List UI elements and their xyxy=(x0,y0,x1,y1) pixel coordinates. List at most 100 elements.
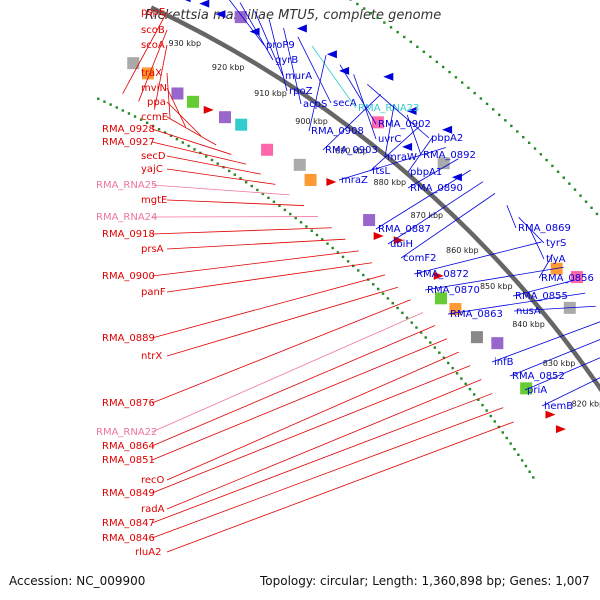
gc-dot xyxy=(376,287,380,291)
label-leader-line xyxy=(369,125,421,172)
plus-gene-arrow xyxy=(451,173,462,182)
gene-label: RMA_0903 xyxy=(325,145,378,156)
label-leader-line xyxy=(166,87,186,127)
gc-dot xyxy=(381,292,385,295)
gc-dot xyxy=(442,356,446,360)
gc-dot xyxy=(133,115,137,118)
gene-label: mviN xyxy=(141,83,167,94)
gc-dot xyxy=(595,212,599,216)
kbp-tick: 890 kbp xyxy=(335,147,368,156)
gc-dot xyxy=(451,366,454,370)
gc-dot xyxy=(429,341,432,344)
kbp-tick: 930 kbp xyxy=(168,39,201,48)
gc-dot xyxy=(115,106,118,109)
gc-dot xyxy=(341,255,345,259)
label-leader-line xyxy=(297,36,332,104)
sequence-block xyxy=(219,111,232,124)
gc-dot xyxy=(545,158,548,162)
label-leader-line xyxy=(151,184,290,196)
gc-dot xyxy=(210,158,214,162)
gc-dot xyxy=(410,321,413,324)
gene-label: RMA_0851 xyxy=(102,455,155,466)
label-leader-line xyxy=(151,407,504,539)
label-leader-line xyxy=(529,229,545,260)
gc-dot xyxy=(455,372,459,375)
gene-label: scoB xyxy=(141,25,165,36)
gc-dot xyxy=(429,55,432,59)
gc-dot xyxy=(121,109,125,112)
gene-label: RMA_RNA23 xyxy=(358,103,419,114)
gc-dot xyxy=(409,40,413,44)
gc-dot xyxy=(497,425,501,429)
gc-dot xyxy=(485,102,489,106)
gene-label: proP9 xyxy=(266,40,295,51)
gc-dot xyxy=(357,269,360,272)
minus-gene-arrow xyxy=(433,271,444,280)
gc-dot xyxy=(396,306,399,310)
gc-dot xyxy=(424,336,427,339)
gc-dot xyxy=(468,387,472,391)
gc-dot xyxy=(504,119,507,122)
gc-dot xyxy=(590,206,593,209)
minus-gene-arrow xyxy=(545,410,556,419)
gc-dot xyxy=(516,130,519,133)
sequence-block xyxy=(371,116,384,129)
gc-dot xyxy=(321,238,324,241)
map-title: Rickettsia massiliae MTU5, complete geno… xyxy=(145,8,442,23)
gene-label: radA xyxy=(141,504,165,515)
plus-gene-arrow xyxy=(326,50,337,59)
gc-dot xyxy=(527,141,531,145)
gene-label: prsA xyxy=(141,244,164,255)
gene-label: mgtE xyxy=(141,195,167,206)
gc-dot xyxy=(294,216,297,220)
gc-dot xyxy=(460,81,464,84)
label-leader-line xyxy=(367,83,430,139)
label-leader-line xyxy=(154,44,168,110)
gene-label: RMA_0864 xyxy=(102,441,155,452)
sequence-block xyxy=(293,158,306,171)
label-leader-line xyxy=(151,141,247,165)
minus-gene-arrow xyxy=(555,425,566,434)
sequence-block xyxy=(127,57,140,70)
gene-label: scoA xyxy=(141,40,165,51)
accession-text: Accession: NC_009900 xyxy=(9,574,146,588)
label-leader-line xyxy=(166,262,373,293)
gc-dot xyxy=(448,70,451,74)
gene-label: ccmE xyxy=(141,112,168,123)
gc-dot xyxy=(151,124,155,128)
gc-dot xyxy=(326,242,329,245)
label-leader-line xyxy=(166,155,261,175)
label-leader-line xyxy=(166,238,346,250)
gc-dot xyxy=(331,246,334,250)
gene-label: pbpA1 xyxy=(410,167,442,178)
gc-dot xyxy=(103,100,106,103)
gc-dot xyxy=(193,148,196,151)
gene-label: RMA_0900 xyxy=(102,271,155,282)
gc-dot xyxy=(485,409,488,412)
gc-dot xyxy=(505,436,508,440)
gc-dot xyxy=(479,97,483,100)
gc-dot xyxy=(433,346,437,349)
gc-dot xyxy=(447,361,450,365)
minus-gene-arrow xyxy=(326,177,337,186)
gene-label: RMA_0928 xyxy=(102,124,155,135)
gc-dot xyxy=(401,311,404,315)
gc-dot xyxy=(289,212,292,216)
sequence-block xyxy=(470,331,483,344)
gene-label: RMA_0863 xyxy=(450,309,503,320)
gene-label: RMA_RNA24 xyxy=(96,212,157,223)
label-leader-line xyxy=(228,0,265,46)
label-leader-line xyxy=(375,169,471,230)
plus-gene-arrow xyxy=(442,125,453,134)
gc-dot xyxy=(278,204,281,208)
gc-dot xyxy=(346,260,350,263)
gene-label: yajC xyxy=(141,164,163,175)
gc-dot xyxy=(356,2,359,6)
gc-dot xyxy=(435,60,438,64)
gc-dot xyxy=(539,153,543,156)
sequence-block xyxy=(261,143,274,156)
gene-label: RMA_0869 xyxy=(518,223,571,234)
gc-dot xyxy=(227,169,231,173)
topology-text: Topology: circular; Length: 1,360,898 bp… xyxy=(260,574,590,588)
label-leader-line xyxy=(339,64,377,125)
